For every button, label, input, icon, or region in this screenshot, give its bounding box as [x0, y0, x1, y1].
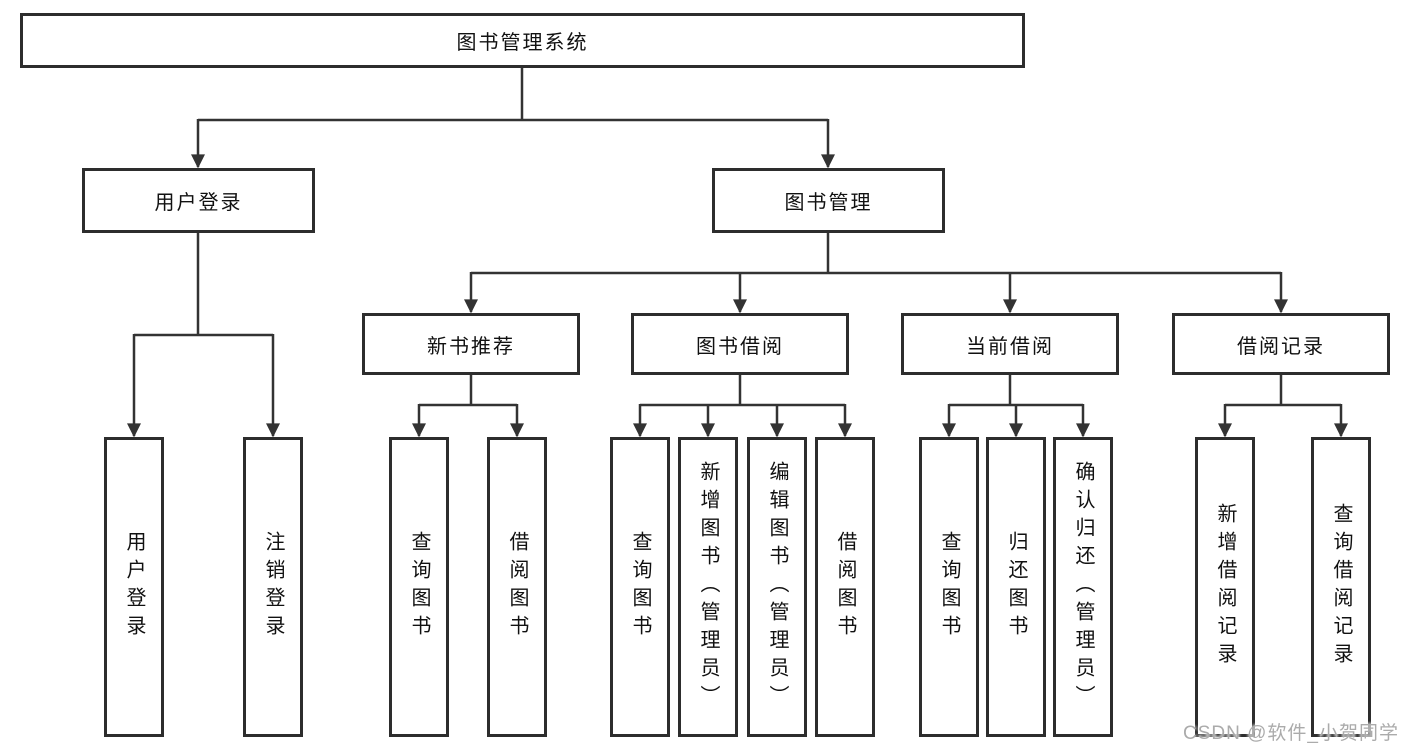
leaf-logout-label: 注销登录	[262, 531, 284, 643]
connector-user-login-rail	[134, 233, 273, 337]
node-current-borrow: 当前借阅	[901, 313, 1119, 375]
node-book-management: 图书管理	[712, 168, 945, 233]
node-user-login: 用户登录	[82, 168, 315, 233]
leaf-recommend-query-book-label: 查询图书	[408, 531, 430, 643]
leaf-current-confirm-return-admin-label: 确认归还（管理员）	[1072, 461, 1094, 713]
node-book-borrow: 图书借阅	[631, 313, 849, 375]
leaf-user-login: 用户登录	[104, 437, 164, 737]
csdn-watermark: CSDN @软件_小贺同学	[1183, 723, 1399, 744]
connector-current-borrow-rail	[949, 375, 1083, 407]
leaf-borrow-query-book: 查询图书	[610, 437, 670, 737]
leaf-borrow-borrow-book-label: 借阅图书	[834, 531, 856, 643]
node-system-root: 图书管理系统	[20, 13, 1025, 68]
leaf-current-return-book-label: 归还图书	[1005, 531, 1027, 643]
node-borrow-record: 借阅记录	[1172, 313, 1390, 375]
connector-new-book-rec-rail	[419, 375, 517, 407]
leaf-record-query-record-label: 查询借阅记录	[1330, 503, 1352, 671]
connector-borrow-record-rail	[1225, 375, 1341, 407]
leaf-recommend-query-book: 查询图书	[389, 437, 449, 737]
leaf-record-query-record: 查询借阅记录	[1311, 437, 1371, 737]
connector-book-borrow-rail	[640, 375, 845, 407]
leaf-borrow-borrow-book: 借阅图书	[815, 437, 875, 737]
leaf-user-login-label: 用户登录	[123, 531, 145, 643]
leaf-recommend-borrow-book: 借阅图书	[487, 437, 547, 737]
leaf-borrow-edit-book-admin: 编辑图书（管理员）	[747, 437, 807, 737]
leaf-recommend-borrow-book-label: 借阅图书	[506, 531, 528, 643]
leaf-borrow-add-book-admin-label: 新增图书（管理员）	[697, 461, 719, 713]
leaf-borrow-query-book-label: 查询图书	[629, 531, 651, 643]
node-new-book-recommend: 新书推荐	[362, 313, 580, 375]
leaf-logout: 注销登录	[243, 437, 303, 737]
connector-book-mgmt-rail	[471, 233, 1281, 275]
connector-root-rail	[198, 68, 828, 122]
leaf-borrow-add-book-admin: 新增图书（管理员）	[678, 437, 738, 737]
leaf-current-query-book-label: 查询图书	[938, 531, 960, 643]
leaf-borrow-edit-book-admin-label: 编辑图书（管理员）	[766, 461, 788, 713]
leaf-current-return-book: 归还图书	[986, 437, 1046, 737]
leaf-current-query-book: 查询图书	[919, 437, 979, 737]
leaf-current-confirm-return-admin: 确认归还（管理员）	[1053, 437, 1113, 737]
leaf-record-add-record: 新增借阅记录	[1195, 437, 1255, 737]
leaf-record-add-record-label: 新增借阅记录	[1214, 503, 1236, 671]
